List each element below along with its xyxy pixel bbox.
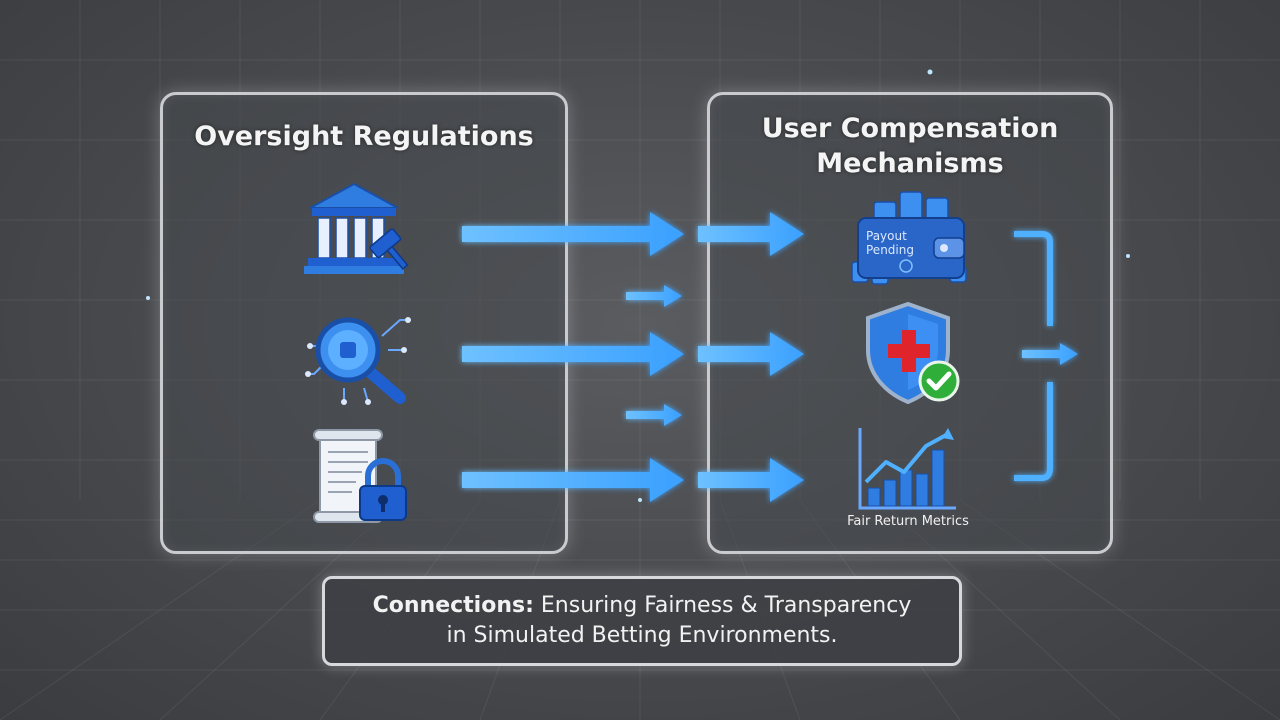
connections-caption: Connections: Ensuring Fairness & Transpa… xyxy=(322,576,962,666)
panel-title-line2: Mechanisms xyxy=(816,148,1004,179)
connector-arrow xyxy=(462,332,684,376)
connector-arrow xyxy=(698,458,804,502)
gavel-icon xyxy=(369,228,409,271)
magnifier-circuit-icon xyxy=(305,317,411,405)
connector-arrow xyxy=(462,212,684,256)
payout-pending-label: Payout Pending xyxy=(866,229,946,257)
bracket xyxy=(1014,231,1053,481)
caption-text-line2: in Simulated Betting Environments. xyxy=(446,623,838,648)
panel-title-line1: User Compensation xyxy=(761,113,1059,144)
government-building-icon xyxy=(304,182,404,274)
growth-chart-icon xyxy=(858,428,956,510)
caption-line1: Connections: Ensuring Fairness & Transpa… xyxy=(325,591,959,621)
padlock-icon xyxy=(359,458,407,521)
caption-label: Connections: xyxy=(372,593,534,618)
coin-wallet-icon xyxy=(851,191,967,285)
connector-arrow-small xyxy=(626,404,682,426)
fair-return-metrics-label: Fair Return Metrics xyxy=(847,514,969,529)
check-badge-icon xyxy=(918,360,960,402)
payout-line1: Payout xyxy=(866,229,907,243)
connector-arrow xyxy=(698,332,804,376)
connector-arrow-small xyxy=(626,285,682,307)
panel-title: Oversight Regulations xyxy=(194,121,534,152)
caption-text-line1: Ensuring Fairness & Transparency xyxy=(540,593,912,618)
connector-arrow xyxy=(698,212,804,256)
connector-arrow xyxy=(462,458,684,502)
payout-line2: Pending xyxy=(866,243,914,257)
bracket-output-arrow xyxy=(1022,343,1078,365)
panel-title: User Compensation Mechanisms xyxy=(710,111,1110,181)
